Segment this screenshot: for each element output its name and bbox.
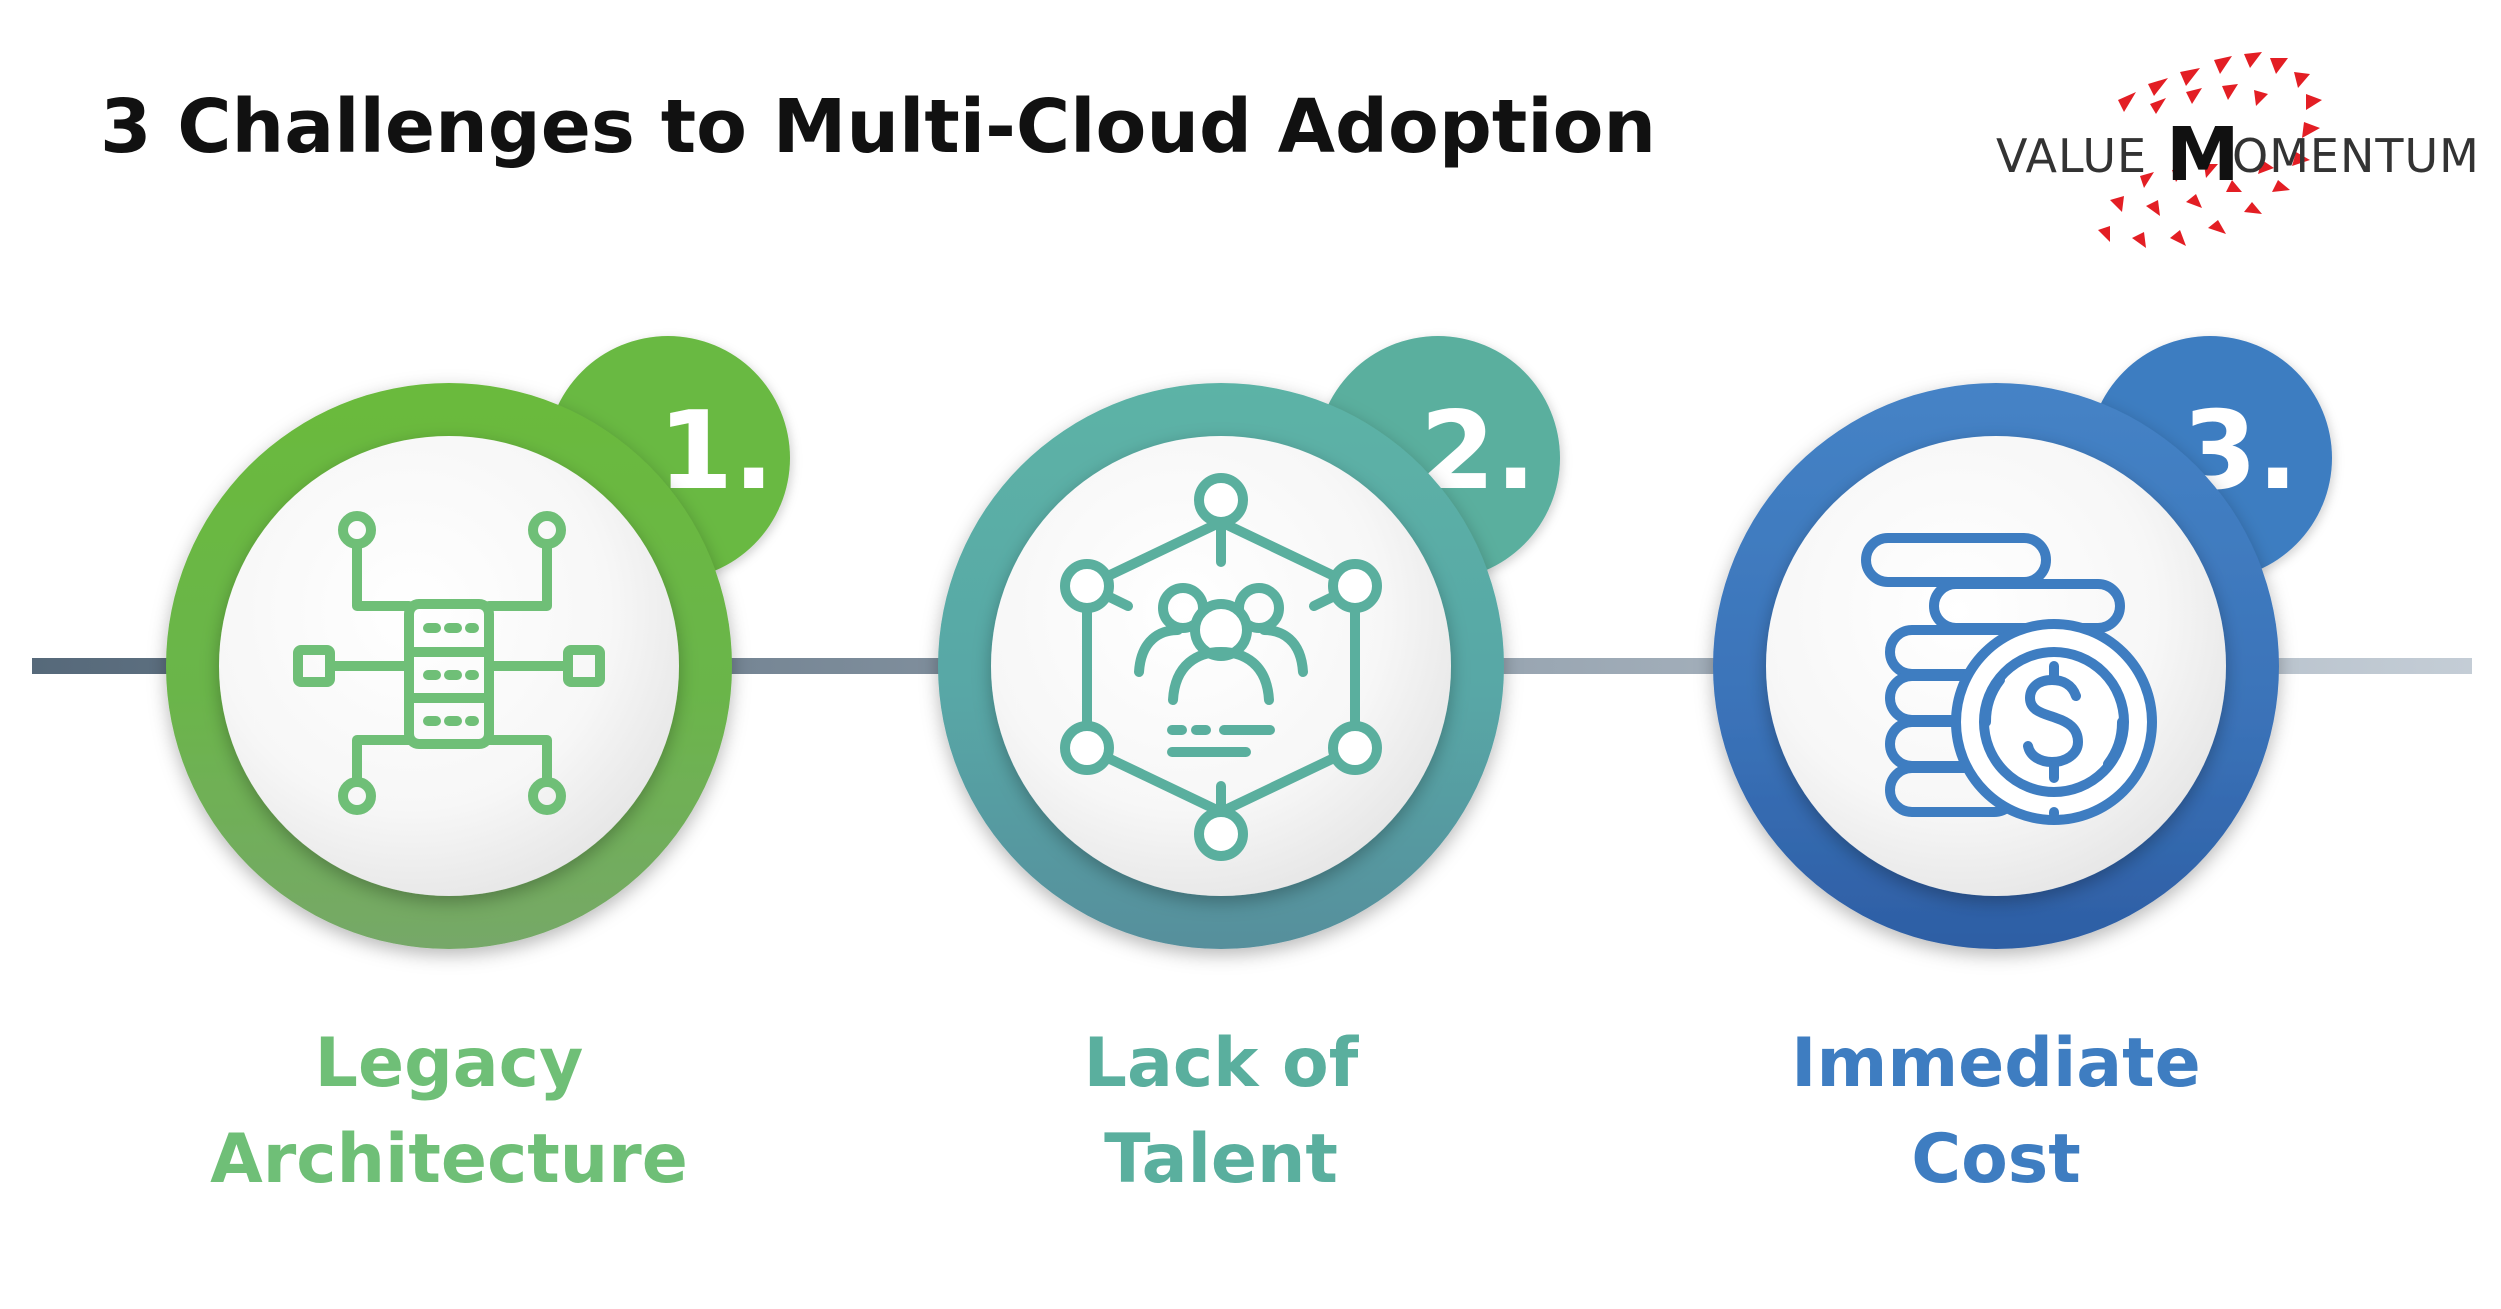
database-network-icon — [293, 511, 605, 815]
challenge-label-2-line1: Lack of — [1084, 1024, 1360, 1103]
challenge-label-2-line2: Talent — [1104, 1120, 1338, 1199]
inner-circle-2 — [991, 436, 1451, 896]
challenge-label-1-line2: Architecture — [210, 1120, 688, 1199]
number-label-1: 1. — [658, 389, 774, 514]
page-title: 3 Challenges to Multi-Cloud Adoption — [100, 84, 1656, 170]
logo-text-m: M — [2166, 112, 2240, 198]
challenge-label-3-line1: Immediate — [1791, 1024, 2201, 1103]
inner-circle-1 — [219, 436, 679, 896]
logo-text-omentum: OMENTUM — [2232, 129, 2480, 183]
coins-dollar-icon — [1861, 533, 2157, 825]
challenge-label-3-line2: Cost — [1911, 1120, 2081, 1199]
logo-swirl-mark — [2098, 52, 2322, 248]
challenge-label-1-line1: Legacy — [315, 1024, 584, 1103]
logo-text-value: VALUE — [1996, 129, 2147, 183]
challenge-1: 1. — [166, 336, 790, 1199]
valuemomentum-logo: VALUE M OMENTUM — [1996, 52, 2480, 248]
team-network-icon — [1060, 473, 1382, 861]
challenge-3: 3. Immediate Cost — [1713, 336, 2332, 1199]
challenge-2: 2. — [938, 336, 1560, 1199]
